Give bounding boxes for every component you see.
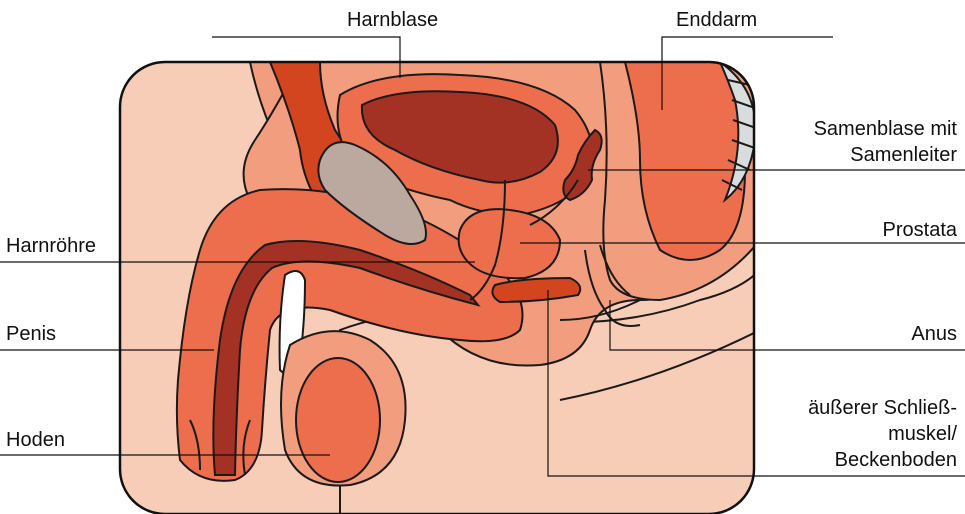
testis (296, 358, 380, 482)
label-hoden: Hoden (6, 429, 65, 451)
label-enddarm: Enddarm (676, 9, 757, 31)
label-prostata: Prostata (883, 219, 958, 241)
label-samenblase-line1: Samenblase mit (814, 118, 958, 140)
label-samenblase-line2: Samenleiter (850, 144, 957, 166)
label-harnroehre: Harnröhre (6, 235, 96, 257)
anatomy-illustration (120, 62, 760, 514)
label-schliessmuskel-line1: äußerer Schließ- (808, 397, 957, 419)
label-schliessmuskel-line3: Beckenboden (835, 449, 957, 471)
label-penis: Penis (6, 323, 56, 345)
label-anus: Anus (911, 323, 957, 345)
label-schliessmuskel-line2: muskel/ (888, 423, 957, 445)
label-harnblase: Harnblase (347, 9, 438, 31)
